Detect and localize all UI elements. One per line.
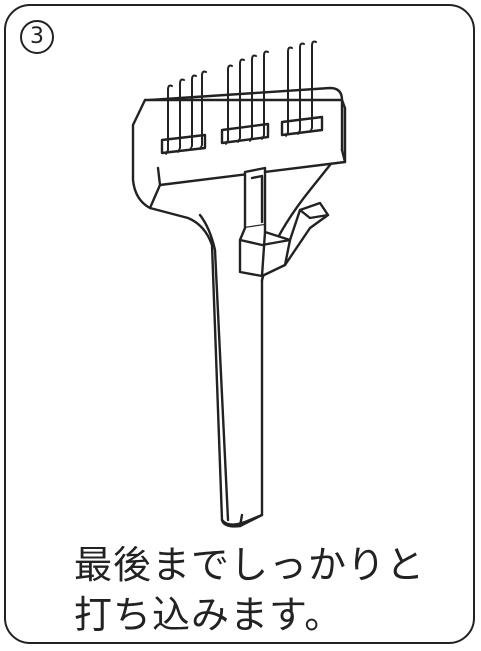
- step-number: 3: [30, 24, 44, 49]
- caption-line-2: 打ち込みます。: [74, 593, 344, 637]
- instruction-caption: 最後までしっかりと 打ち込みます。: [74, 540, 464, 640]
- step-number-badge: 3: [20, 20, 54, 54]
- caption-line-1: 最後までしっかりと: [74, 543, 426, 587]
